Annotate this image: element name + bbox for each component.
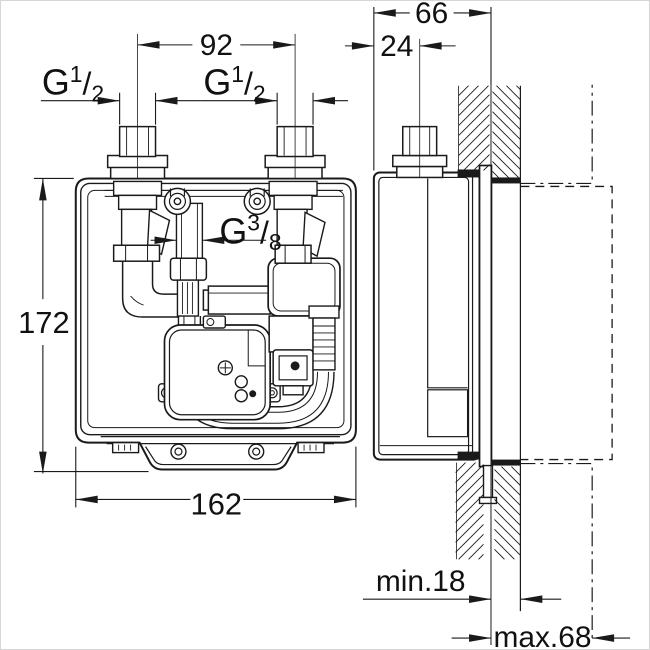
screw-icon [217,360,233,376]
thread-label-outlet: G3/8 [219,209,281,255]
side-housing [372,171,481,461]
dim-thread-right: G1/2 [200,61,348,125]
dim-width: 162 [75,446,357,521]
wall-hatch-top-back [458,85,490,171]
bonnet-dot [290,361,300,371]
dim-depth-label: 66 [415,1,448,30]
dim-wall-min-label: min.18 [376,565,466,598]
valve-handle-left [146,209,171,256]
wall-hatch-bottom-back [455,462,484,560]
pipe-centerlines [137,33,296,179]
dim-thread-left: G1/2 [40,61,201,125]
wall-hatch-bottom-front [494,466,521,560]
seal-bottom [457,451,480,460]
thread-label-left: G1/2 [42,61,104,107]
bottom-frame [100,436,340,466]
side-view [372,38,613,646]
dim-wall-max: max.68 [451,621,631,649]
dim-pipe-spacing: 92 [137,29,296,62]
thread-label-right: G1/2 [203,61,265,107]
mixer-assembly [202,257,341,396]
wall-hatch-top-front [492,85,521,182]
housing-inner-line [80,182,352,436]
screw-boss-left [163,187,192,216]
front-view [74,33,357,471]
max-wall-line-bottom [520,462,593,644]
dim-wall-min: min.18 [362,565,562,603]
dim-pipe-spacing-label: 92 [200,29,233,62]
dim-depth: 66 [373,1,492,171]
side-supply-pipe [392,38,448,179]
dimensions: 66 24 92 G1/2 G1/2 [18,1,631,649]
trim-plate-outline [520,185,613,461]
screw-boss-right [243,187,271,216]
side-inner-detail [427,178,468,389]
indicator-dot [249,390,257,398]
dim-wall-max-label: max.68 [493,621,591,649]
dim-pipe-offset: 24 [344,30,456,63]
valve-right [268,180,326,264]
dim-height: 172 [18,177,149,474]
ribbed-connector [312,317,336,371]
wall-section [455,85,521,646]
dim-height-label: 172 [18,305,70,340]
dim-thread-outlet: G3/8 [150,209,282,255]
control-unit [163,315,272,421]
dim-pipe-offset-label: 24 [380,30,413,63]
dim-width-label: 162 [191,486,243,521]
valve-left [112,180,171,262]
seal-top [457,169,480,178]
mounting-flange-plate [478,164,493,468]
max-wall-line-top [520,84,593,185]
